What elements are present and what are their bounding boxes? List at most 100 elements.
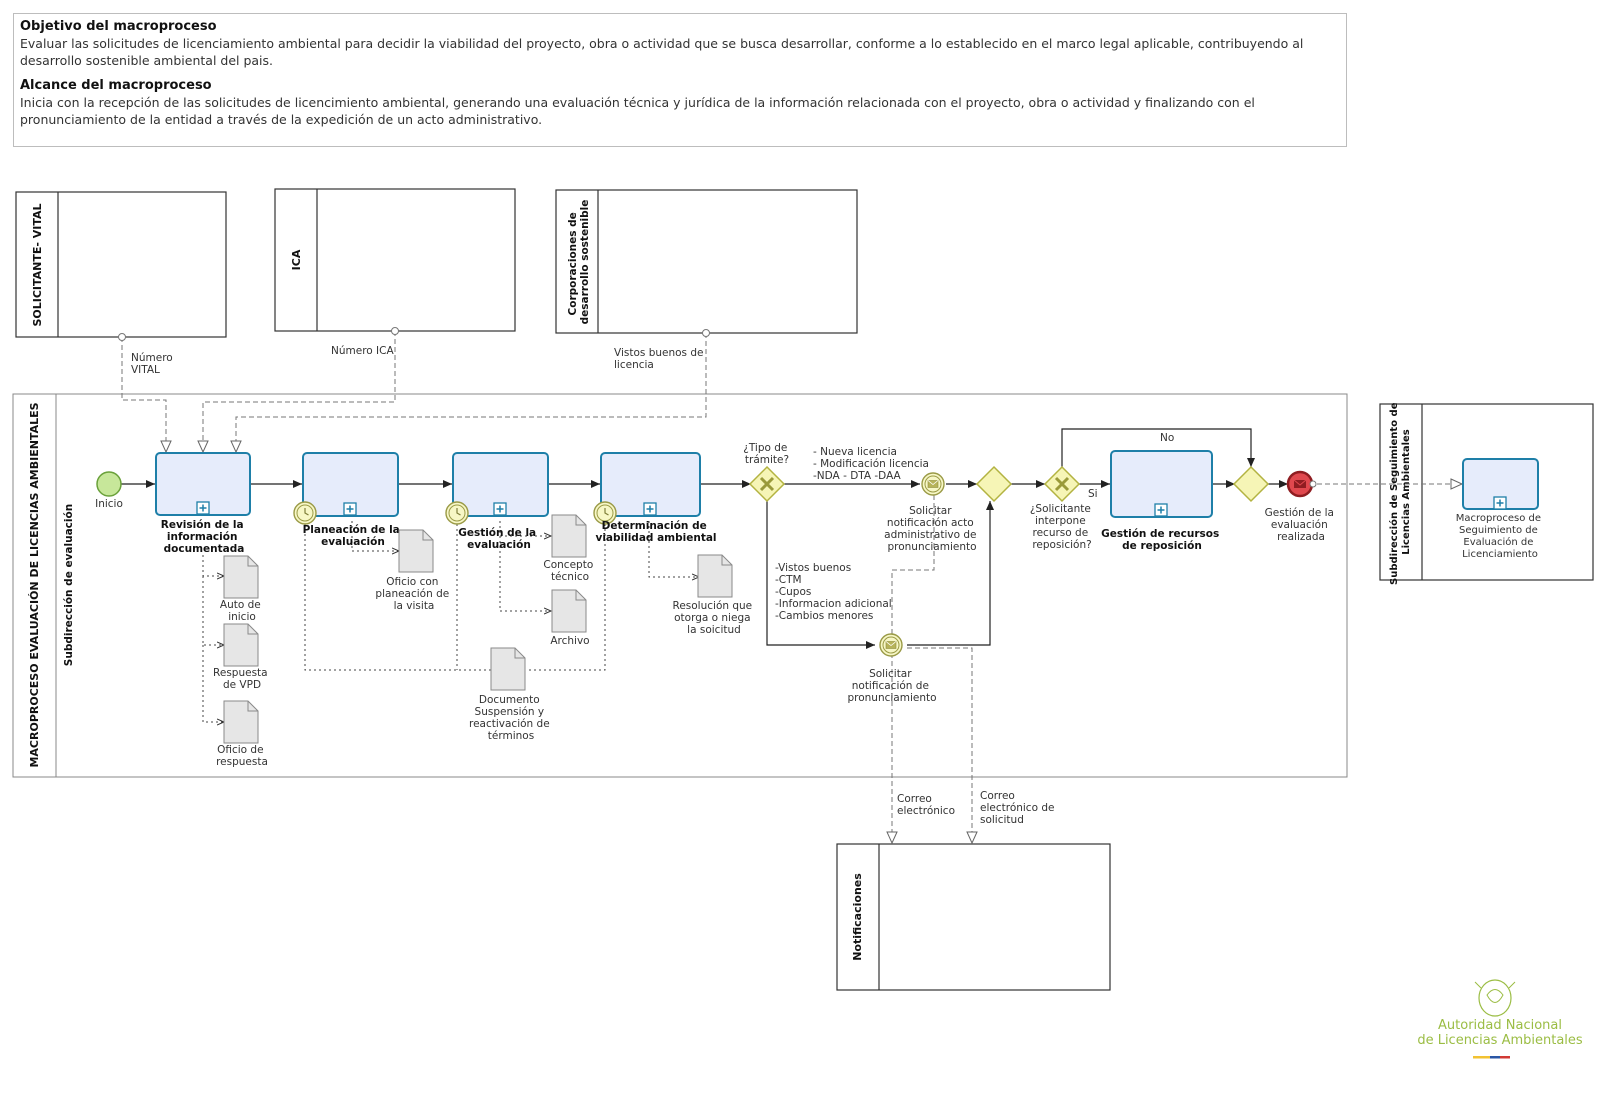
end-message-event[interactable] bbox=[1286, 470, 1314, 498]
svg-text:Oficio con planeación de: Oficio con planeación de la visita bbox=[375, 576, 452, 612]
svg-text:Oficio de respuesta: Oficio de respuesta bbox=[216, 744, 268, 768]
doc-archivo-label: Archivo bbox=[550, 635, 589, 647]
svg-text:Vistos buenos de licencia: Vistos buenos de licencia bbox=[614, 347, 707, 371]
branch-1-item-3: -NDA - DTA -DAA bbox=[813, 470, 902, 482]
doc-concepto-label-1: Concepto bbox=[543, 559, 593, 571]
document-icon[interactable] bbox=[490, 647, 526, 691]
svg-text:Documento Suspensión y: Documento Suspensión y reactivación de t… bbox=[469, 694, 553, 742]
document-icon[interactable] bbox=[697, 554, 733, 598]
doc-resolucion-label-2: otorga o niega bbox=[674, 612, 750, 624]
task-gestion-evaluacion[interactable] bbox=[445, 452, 549, 525]
document-icon[interactable] bbox=[551, 589, 587, 633]
flow-correo-2: electrónico bbox=[897, 805, 955, 817]
branch-2-item-2: -CTM bbox=[775, 574, 802, 586]
svg-text:Concepto técnico: Concepto técnico bbox=[543, 559, 596, 583]
svg-text:Solicitar notificación de: Solicitar notificación de pronunciamient… bbox=[847, 668, 936, 704]
flow-correo-solicitud-3: solicitud bbox=[980, 814, 1024, 826]
message-event-pronunciamiento-icon[interactable] bbox=[879, 633, 903, 657]
anla-logo-text: Autoridad Nacional de Licencias Ambienta… bbox=[1412, 1018, 1588, 1048]
task-seguimiento-label-1: Macroproceso de bbox=[1456, 513, 1541, 524]
message-event-acto-icon[interactable] bbox=[921, 472, 945, 496]
gateway-merge[interactable] bbox=[975, 465, 1013, 503]
flow-numero-ica: Número ICA bbox=[331, 345, 394, 357]
task-seguimiento-label-3: Evaluación de bbox=[1463, 536, 1533, 548]
doc-vpd-label-1: Respuesta bbox=[213, 667, 268, 679]
end-label-1: Gestión de la bbox=[1265, 507, 1334, 519]
svg-text:-Vistos buenos -CTM -C: -Vistos buenos -CTM -Cupos -Informacion … bbox=[775, 562, 895, 622]
doc-oficio-planeacion-label-2: planeación de bbox=[375, 588, 449, 600]
doc-oficio-planeacion-label-3: la visita bbox=[394, 600, 435, 612]
branch-2-item-5: -Cambios menores bbox=[775, 610, 873, 622]
start-event-label: Inicio bbox=[95, 498, 123, 510]
task-planeacion-evaluacion[interactable] bbox=[293, 452, 399, 525]
pool-notificaciones-label: Notificaciones bbox=[851, 873, 864, 961]
task-macroproceso-seguimiento[interactable] bbox=[1462, 458, 1539, 510]
document-icon[interactable] bbox=[223, 555, 259, 599]
task-gestion-label-2: evaluación bbox=[467, 539, 531, 551]
svg-text:Correo electrónico: Correo electrónico bbox=[897, 793, 955, 817]
doc-suspension-label-2: Suspensión y bbox=[475, 706, 545, 718]
doc-oficio-planeacion-label-1: Oficio con bbox=[386, 576, 438, 588]
doc-oficio-respuesta-label-1: Oficio de bbox=[217, 744, 263, 756]
svg-text:Corporaciones de desarro: Corporaciones de desarrollo sostenible bbox=[567, 200, 591, 325]
pool-corporaciones-label-1: Corporaciones de bbox=[567, 212, 579, 315]
doc-auto-label-1: Auto de bbox=[220, 599, 261, 611]
doc-suspension-label-3: reactivación de bbox=[469, 718, 550, 730]
svg-text:- Nueva licencia - Modific: - Nueva licencia - Modificación licencia… bbox=[813, 446, 932, 482]
branch-2-item-3: -Cupos bbox=[775, 586, 811, 598]
task-gestion-recursos[interactable] bbox=[1110, 450, 1213, 518]
svg-text:Planeación de la evaluació: Planeación de la evaluación bbox=[303, 524, 404, 548]
gateway-tipo-label-2: trámite? bbox=[745, 454, 789, 466]
gateway-recurso-reposicion[interactable] bbox=[1043, 465, 1081, 503]
gateway-tipo-tramite[interactable] bbox=[748, 465, 786, 503]
pool-seguimiento-label-2: Licencias Ambientales bbox=[1401, 429, 1412, 555]
flow-vistos-buenos-1: Vistos buenos de bbox=[614, 347, 703, 359]
pool-main-label: MACROPROCESO EVALUACIÓN DE LICENCIAS AMB… bbox=[28, 402, 41, 767]
pool-solicitante-label: SOLICITANTE- VITAL bbox=[31, 203, 44, 326]
objective-text: Evaluar las solicitudes de licenciamient… bbox=[20, 36, 1304, 68]
msg-acto-label-2: notificación acto bbox=[887, 517, 974, 529]
flow-numero-vital-1: Número bbox=[131, 352, 173, 364]
doc-resolucion-label-3: la soicitud bbox=[687, 624, 741, 636]
task-revision-label-3: documentada bbox=[164, 543, 245, 555]
macroprocess-description: Objetivo del macroproceso Evaluar las so… bbox=[13, 13, 1347, 147]
flow-numero-vital-2: VITAL bbox=[131, 364, 160, 376]
gateway-merge-final[interactable] bbox=[1232, 465, 1270, 503]
svg-text:Gestión de la evaluación: Gestión de la evaluación bbox=[458, 527, 540, 551]
msg-acto-label-3: administrativo de bbox=[884, 529, 976, 541]
document-icon[interactable] bbox=[223, 623, 259, 667]
task-determinacion-viabilidad[interactable] bbox=[593, 452, 701, 525]
task-planeacion-label-2: evaluación bbox=[321, 536, 385, 548]
flow-correo-solicitud-2: electrónico de bbox=[980, 802, 1054, 814]
svg-text:Revisión de la información: Revisión de la información documentada bbox=[161, 519, 247, 555]
task-planeacion-label-1: Planeación de la bbox=[303, 524, 400, 536]
svg-text:Gestión de la evaluación: Gestión de la evaluación realizada bbox=[1265, 507, 1338, 543]
scope-title: Alcance del macroproceso bbox=[20, 78, 212, 93]
svg-text:Solicitar notificación act: Solicitar notificación acto administrati… bbox=[884, 505, 980, 553]
start-event[interactable] bbox=[96, 471, 122, 497]
svg-text:Determinación de viabilida: Determinación de viabilidad ambiental bbox=[595, 520, 716, 544]
document-icon[interactable] bbox=[398, 529, 434, 573]
task-revision-informacion[interactable] bbox=[155, 452, 251, 516]
sequence-flows bbox=[121, 428, 1288, 649]
document-icon[interactable] bbox=[223, 700, 259, 744]
branch-1-item-2: - Modificación licencia bbox=[813, 458, 929, 470]
svg-text:¿Tipo de trámite?: ¿Tipo de trámite? bbox=[743, 442, 790, 466]
doc-oficio-respuesta-label-2: respuesta bbox=[216, 756, 268, 768]
logo-line-2: de Licencias Ambientales bbox=[1417, 1033, 1583, 1048]
task-recursos-label-2: de reposición bbox=[1122, 540, 1202, 552]
msg-pron-label-1: Solicitar bbox=[869, 668, 912, 680]
task-revision-label-1: Revisión de la bbox=[161, 519, 244, 531]
end-label-2: evaluación bbox=[1271, 519, 1328, 531]
end-label-3: realizada bbox=[1277, 531, 1325, 543]
svg-text:Correo electrónico de: Correo electrónico de solicitud bbox=[980, 790, 1058, 826]
lane-evaluacion-label: Subdirección de evaluación bbox=[63, 504, 75, 666]
timer-icon bbox=[293, 501, 317, 525]
objective-title: Objetivo del macroproceso bbox=[20, 19, 217, 34]
task-gestion-label-1: Gestión de la bbox=[458, 527, 536, 539]
task-seguimiento-label-2: Seguimiento de bbox=[1459, 525, 1538, 536]
gateway-recurso-label-4: reposición? bbox=[1032, 539, 1091, 551]
msg-acto-label-4: pronunciamiento bbox=[887, 541, 976, 553]
document-icon[interactable] bbox=[551, 514, 587, 558]
gateway-recurso-label-3: recurso de bbox=[1033, 527, 1089, 539]
